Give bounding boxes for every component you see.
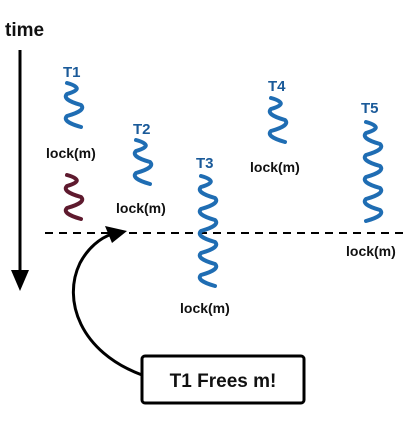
t4-lock-label: lock(m) <box>250 159 300 175</box>
t1-waiting-squiggle <box>63 81 85 129</box>
thread-label-t5: T5 <box>361 100 379 117</box>
event-callout-text: T1 Frees m! <box>170 371 277 392</box>
t5-lock-label: lock(m) <box>346 243 396 259</box>
t1-lock-label: lock(m) <box>46 145 96 161</box>
t3-lock-label: lock(m) <box>180 300 230 316</box>
t1-held-squiggle <box>63 173 85 221</box>
thread-label-t1: T1 <box>63 64 81 81</box>
t5-squiggle <box>362 120 384 223</box>
callout-arrowhead <box>105 226 127 243</box>
t3-squiggle <box>197 174 219 288</box>
thread-label-t4: T4 <box>268 78 286 95</box>
t2-lock-label: lock(m) <box>116 200 166 216</box>
event-callout-box <box>140 354 306 405</box>
thread-label-t2: T2 <box>133 121 151 138</box>
t4-squiggle <box>267 96 289 144</box>
time-axis-arrowhead <box>11 270 29 291</box>
thread-label-t3: T3 <box>196 155 214 172</box>
callout-curved-arrow <box>71 232 143 377</box>
time-axis-label: time <box>5 20 44 41</box>
t2-squiggle <box>132 138 154 186</box>
